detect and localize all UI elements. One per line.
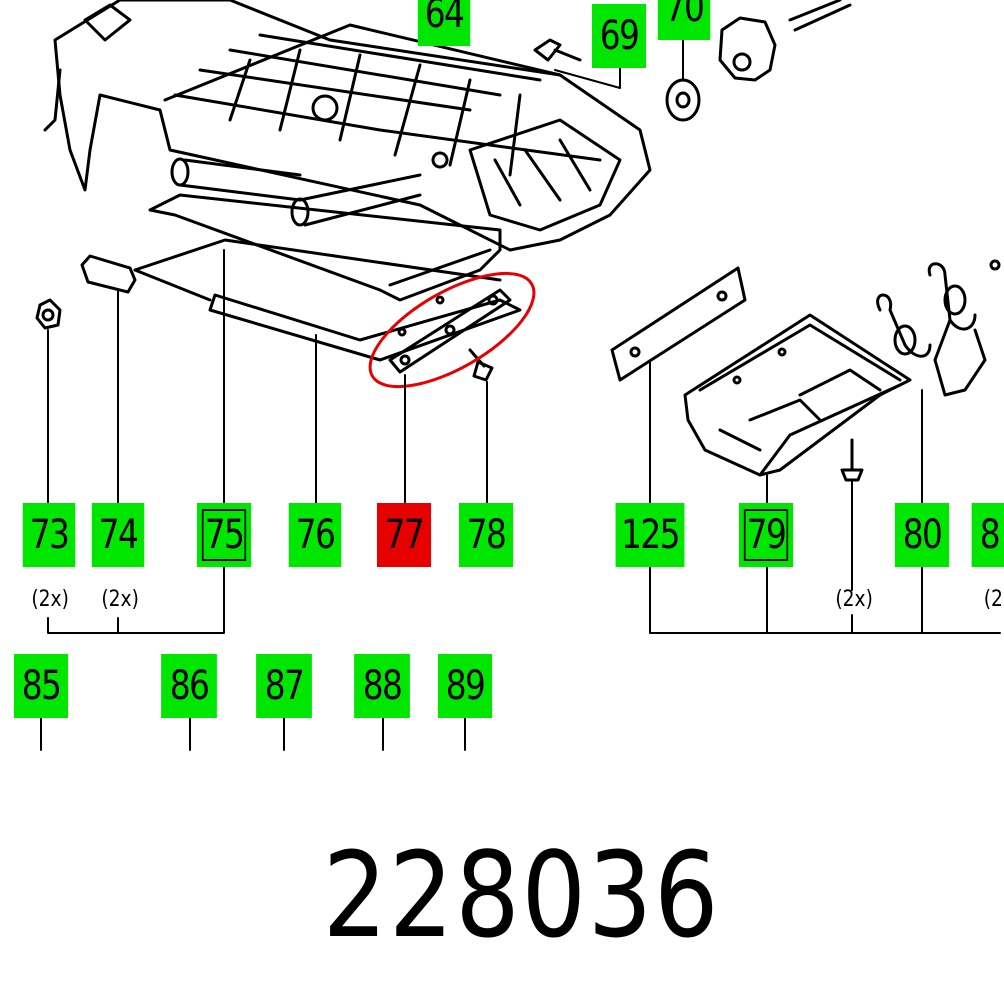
quantity-74: (2x) xyxy=(101,587,139,612)
callout-77-selected[interactable]: 77 xyxy=(376,503,432,567)
screw-79-drawing xyxy=(840,438,864,482)
callout-73[interactable]: 73 xyxy=(22,503,76,567)
leader-lines xyxy=(40,39,1001,751)
callout-125[interactable]: 125 xyxy=(615,503,685,567)
selection-ring xyxy=(368,271,536,389)
callout-79[interactable]: 79 xyxy=(738,503,794,567)
sole-plate-drawing xyxy=(133,193,522,362)
housing-drawing xyxy=(43,0,652,252)
part-number: 228036 xyxy=(322,826,721,964)
callout-81-partial[interactable]: 8 xyxy=(971,503,1004,567)
screw-69-drawing xyxy=(533,38,582,62)
callout-87[interactable]: 87 xyxy=(256,654,312,718)
callout-86[interactable]: 86 xyxy=(161,654,217,718)
callout-64[interactable]: 64 xyxy=(417,0,471,46)
callout-75[interactable]: 75 xyxy=(196,503,252,567)
callout-88[interactable]: 88 xyxy=(354,654,410,718)
callout-80[interactable]: 80 xyxy=(894,503,950,567)
holder-79-drawing xyxy=(683,313,912,477)
quantity-73: (2x) xyxy=(31,587,69,612)
nut-73-drawing xyxy=(35,298,62,330)
callout-70[interactable]: 70 xyxy=(657,0,711,40)
quantity-screw: (2x) xyxy=(835,587,873,612)
spring-80-drawing xyxy=(876,259,1001,397)
guide-strip-drawing xyxy=(388,288,512,374)
callout-78[interactable]: 78 xyxy=(458,503,514,567)
callout-69[interactable]: 69 xyxy=(591,4,647,68)
callout-76[interactable]: 76 xyxy=(288,503,342,567)
rods-drawing xyxy=(170,157,422,227)
quantity-81-partial: (2 xyxy=(983,587,1003,612)
strip-125-drawing xyxy=(610,266,747,382)
pad-74-drawing xyxy=(80,254,137,294)
callout-89[interactable]: 89 xyxy=(437,654,493,718)
screw-78-drawing xyxy=(468,348,494,382)
callout-74[interactable]: 74 xyxy=(91,503,145,567)
callout-85[interactable]: 85 xyxy=(13,654,69,718)
